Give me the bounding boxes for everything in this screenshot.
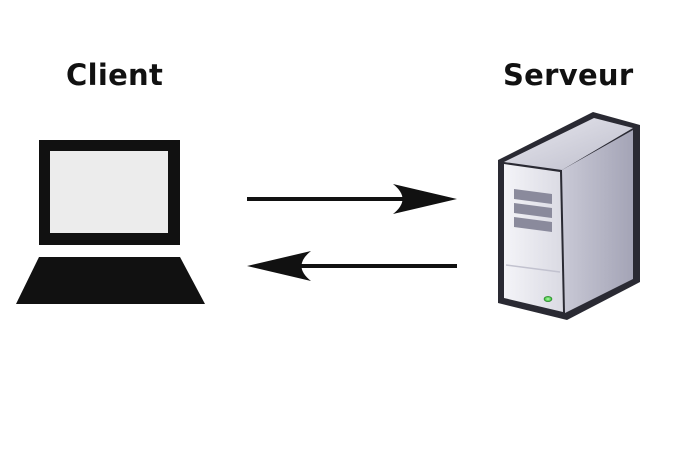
laptop-screen [50,151,168,233]
server-drive-bay [514,189,552,204]
arrow-right-icon [247,184,457,214]
server-label: Serveur [503,58,634,92]
server-side [562,130,633,313]
client-label: Client [66,58,164,92]
server-drive-bay [514,217,552,232]
server-front [504,164,563,312]
server-top [504,118,633,170]
laptop-base [16,257,205,304]
server-tower-icon [498,112,640,320]
server-drive-bay [514,203,552,218]
server-power-led [543,296,553,302]
laptop-icon [16,140,205,304]
arrow-left-icon [247,251,457,281]
